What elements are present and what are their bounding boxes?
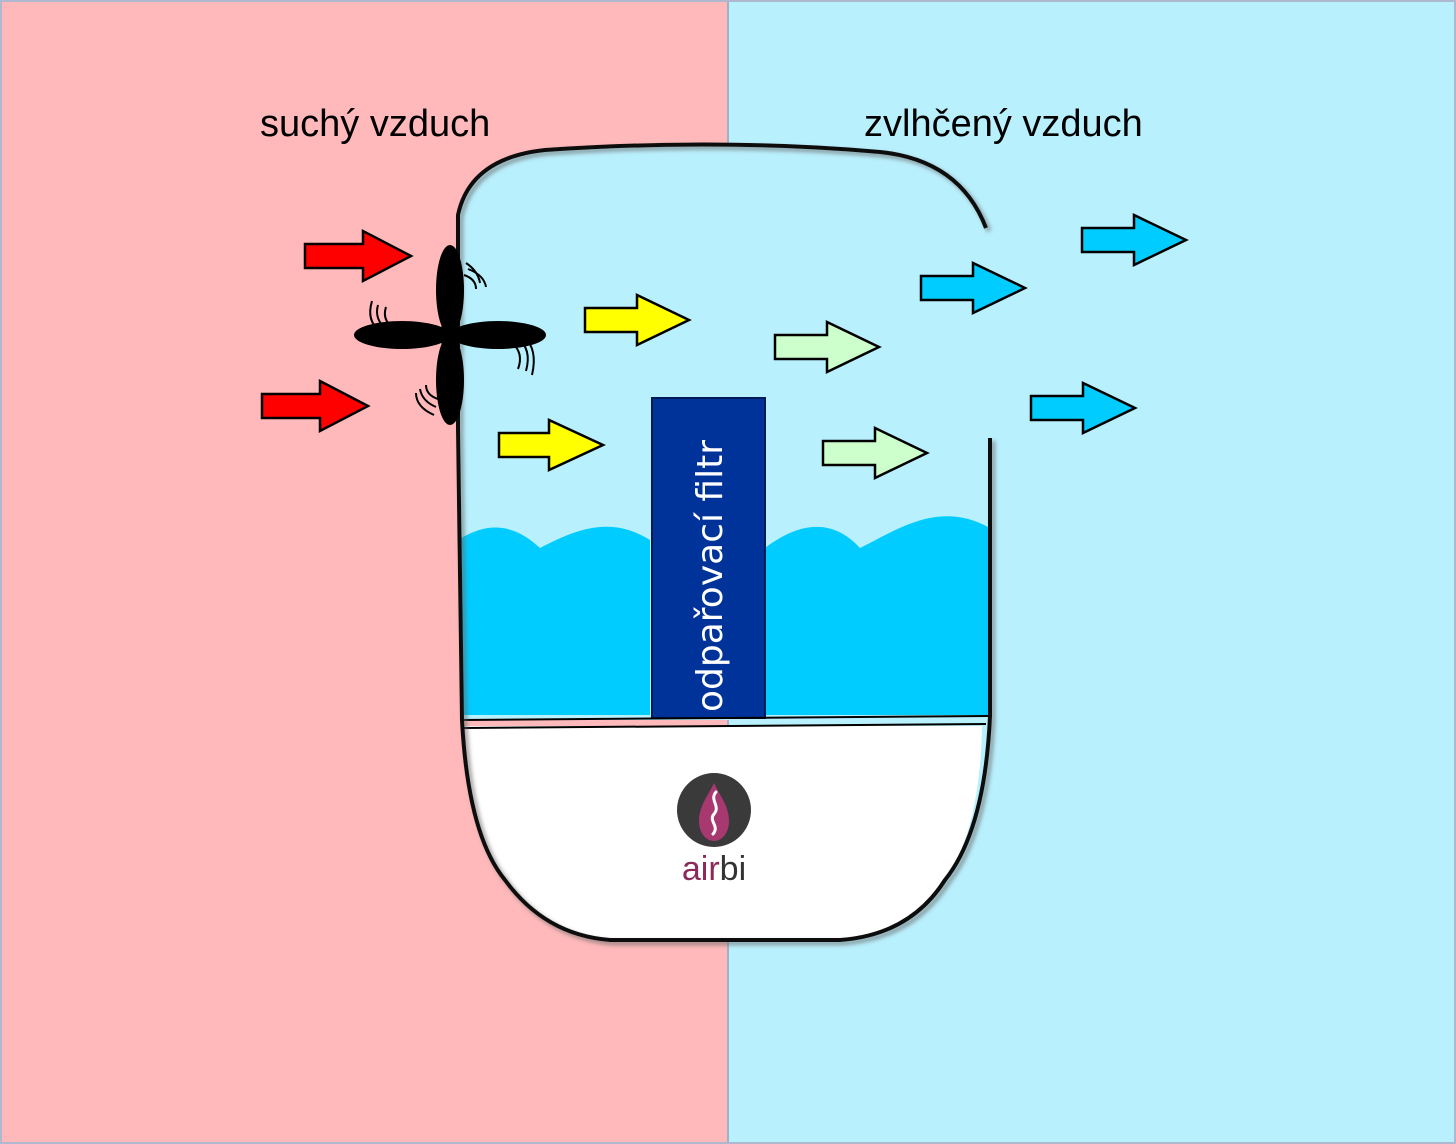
fan-motion-lines xyxy=(369,262,535,416)
flame-swirl xyxy=(710,790,718,836)
arrow-inlet-2 xyxy=(497,418,606,472)
filter-label: odpařovací filtr xyxy=(690,440,731,712)
arrow-out-3 xyxy=(1029,381,1138,435)
dry-air-label: suchý vzduch xyxy=(260,103,490,145)
arrow-dry-2 xyxy=(260,378,371,434)
fan-icon xyxy=(354,245,546,425)
arrow-mid-1 xyxy=(773,320,882,374)
arrow-inlet-1 xyxy=(583,293,692,347)
arrow-out-2 xyxy=(1080,213,1189,267)
airbi-logo: airbi xyxy=(677,773,751,888)
evaporative-filter xyxy=(651,397,766,719)
arrow-mid-2 xyxy=(821,426,930,480)
water-right xyxy=(765,516,990,715)
arrows xyxy=(260,213,1189,480)
arrow-dry-1 xyxy=(303,228,414,284)
base-seam-bottom xyxy=(463,723,987,729)
logo-text-bi: bi xyxy=(720,850,746,888)
water-left xyxy=(458,526,650,715)
fan-blade-right xyxy=(450,321,546,349)
fan-blade-left xyxy=(354,321,450,349)
device-outline xyxy=(456,142,992,942)
fan-hub xyxy=(438,323,462,347)
logo-text-air: air xyxy=(682,850,720,888)
arrow-out-1 xyxy=(919,261,1028,315)
fan-blade-bottom xyxy=(436,335,464,425)
humidified-air-label: zvlhčený vzduch xyxy=(864,103,1143,145)
fan-blade-top xyxy=(436,245,464,335)
logo-text: airbi xyxy=(682,850,746,888)
base-seam-top xyxy=(461,715,989,721)
